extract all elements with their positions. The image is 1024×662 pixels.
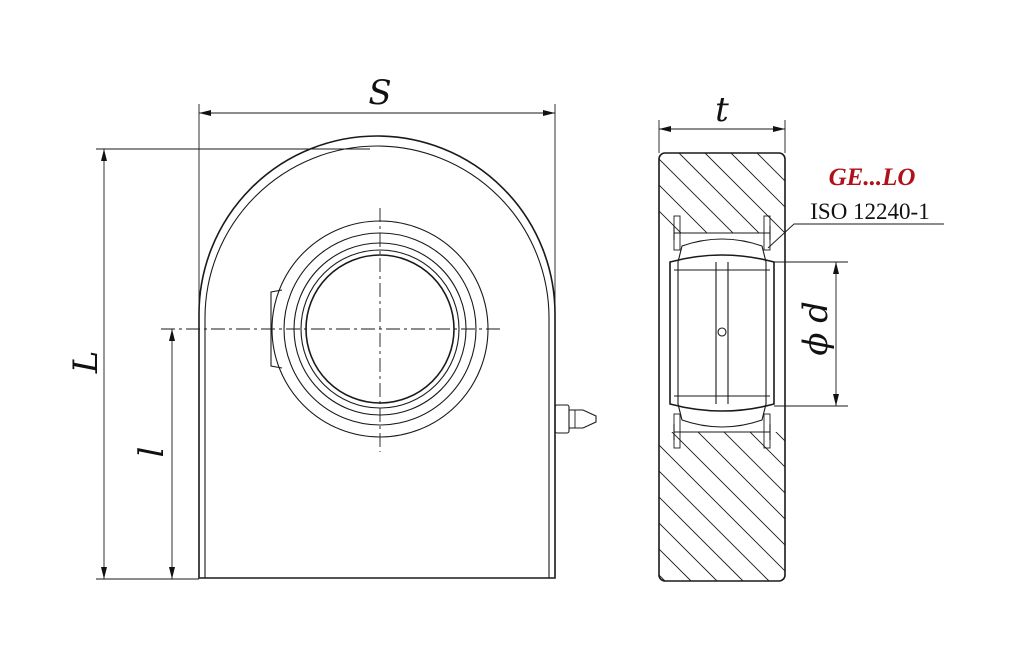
hatch-line (678, 153, 785, 233)
hatch-line (939, 153, 1024, 581)
hatch-line (659, 432, 785, 581)
label-l-lower: l (132, 447, 172, 458)
front-dimensions (96, 104, 556, 580)
hatch-line (659, 432, 770, 581)
standard-label: ISO 12240-1 (810, 199, 929, 224)
hatch-line (659, 432, 744, 581)
text-labels: S t L l ϕ d GE...LO ISO 12240-1 (66, 73, 930, 457)
grease-nipple-tip (569, 409, 597, 429)
seat-upper (673, 226, 771, 240)
section-view (159, 120, 1024, 582)
series-label: GE...LO (829, 164, 916, 191)
bearing-inner-ring (669, 254, 775, 412)
hatch-line (659, 153, 666, 233)
label-bore-symbol: ϕ (796, 332, 836, 355)
hatch-line (939, 153, 1024, 581)
bearing-outer-ring (677, 238, 767, 428)
hatch-line (659, 153, 785, 233)
label-d: d (796, 301, 836, 323)
hatch-line (991, 153, 1024, 581)
lube-groove (715, 262, 729, 404)
hatch-line (659, 432, 666, 581)
hatch-line (991, 153, 1024, 581)
grease-nipple (554, 404, 570, 434)
front-view (161, 135, 597, 579)
hatch-line (659, 432, 785, 581)
hatch-line (659, 432, 718, 581)
lube-hole (717, 327, 727, 337)
label-l-upper: L (66, 351, 106, 375)
hatch-line (704, 153, 785, 233)
housing-base-edge (204, 145, 550, 578)
hatch-line (659, 432, 692, 581)
hatch-line (965, 153, 1024, 581)
hatch-line (659, 153, 692, 233)
hatch-line (659, 153, 718, 233)
section-hatching (159, 153, 1024, 581)
retaining-ring-right-bottom (763, 413, 771, 449)
hatch-line (659, 153, 785, 233)
hatch-line (659, 153, 785, 233)
hatch-line (965, 153, 1024, 581)
hatch-line (1017, 153, 1024, 581)
section-outline (658, 152, 786, 582)
hatch-line (159, 153, 587, 581)
leader-line (767, 223, 944, 249)
label-t: t (715, 90, 729, 130)
retaining-ring-left-bottom (673, 413, 681, 449)
hatch-line (1017, 153, 1024, 581)
hatch-line (159, 153, 587, 581)
hatch-line (659, 432, 785, 581)
retaining-ring-left-top (673, 215, 681, 251)
hatch-line (659, 153, 785, 233)
label-s: S (368, 73, 391, 113)
retaining-ring-right-top (763, 215, 771, 251)
housing-outline (198, 135, 556, 579)
hatch-line (659, 432, 785, 581)
